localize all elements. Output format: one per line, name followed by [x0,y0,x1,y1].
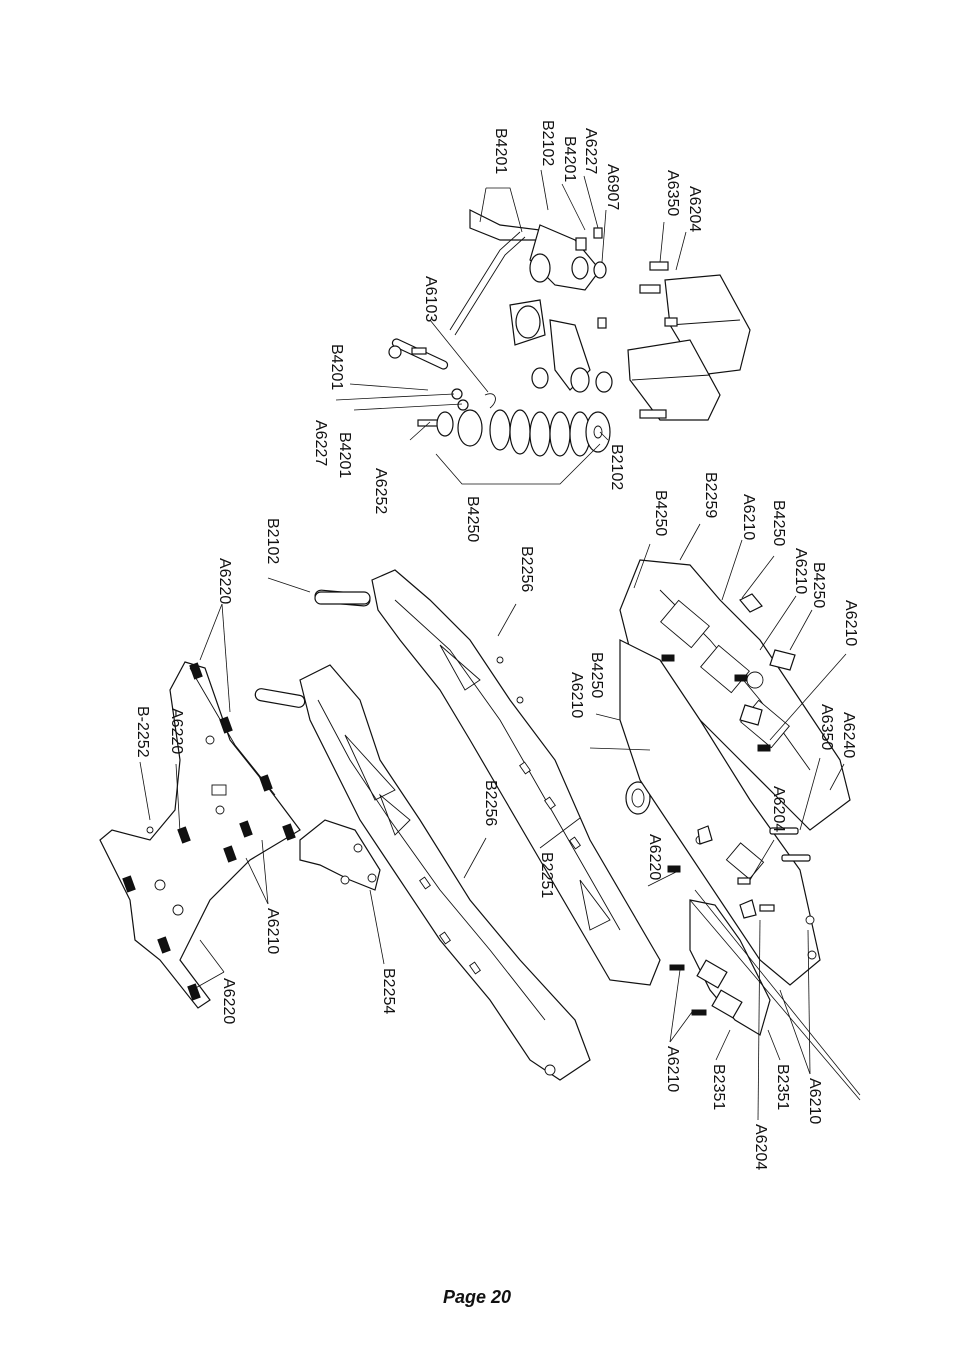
leader-lines [139,169,847,1121]
callout-label: A6252 [372,468,389,514]
callout-label: A6210 [264,908,281,954]
callout-label: B4250 [770,500,787,546]
callout-label: B2351 [774,1064,791,1110]
callout-label: B2251 [538,852,555,898]
callout-label: A6240 [840,712,857,758]
left-side-rail-b2256 [254,664,591,1081]
callout-label: B4201 [561,136,578,182]
callout-label: A6103 [422,276,439,322]
callout-label: A6227 [582,128,599,174]
callout-label: A6220 [168,708,185,754]
callout-label: B4201 [336,432,353,478]
callout-label: A6210 [740,494,757,540]
callout-label: B4201 [492,128,509,174]
callout-label: B2102 [539,120,556,166]
callout-label: A6210 [664,1046,681,1092]
callout-label: B2256 [482,780,499,826]
callout-label: A6220 [646,834,663,880]
callout-label: B4250 [588,652,605,698]
callout-label: A6220 [220,978,237,1024]
callout-label: B4250 [652,490,669,536]
callout-label: B4250 [810,562,827,608]
callout-label: A6350 [818,704,835,750]
callout-labels: B4201 B2102 B4201 A6227 A6907 A6350 A620… [134,120,859,1170]
callout-label: A6210 [842,600,859,646]
callout-label: A6204 [770,786,787,832]
top-plate-b2259 [619,559,851,873]
callout-label: B-2252 [134,706,151,758]
callout-label: A6350 [664,170,681,216]
callout-label: B2256 [518,546,535,592]
lower-right-plate [619,639,821,986]
small-linkage-parts [388,338,496,411]
grommet-b2251 [625,781,651,815]
callout-label: B4250 [464,496,481,542]
bracket-b2254 [299,819,381,891]
callout-label: A6227 [312,420,329,466]
callout-label: A6210 [806,1078,823,1124]
callout-label: B4201 [328,344,345,390]
callout-label: A6220 [216,558,233,604]
callout-label: B2102 [264,518,281,564]
callout-label: B2102 [608,444,625,490]
callout-label: B2254 [380,968,397,1014]
callout-label: A6210 [568,672,585,718]
callout-label: A6204 [686,186,703,232]
spring-assembly-b4250 [417,409,611,457]
exploded-parts-diagram: B4201 B2102 B4201 A6227 A6907 A6350 A620… [99,120,861,1170]
callout-label: A6907 [604,164,621,210]
servo-pair-a6350 [627,261,751,421]
bottom-plate-b2252 [99,661,301,1009]
page-number: Page 20 [442,1287,512,1307]
pin-b2102 [314,591,371,605]
callout-label: A6210 [792,548,809,594]
callout-label: A6204 [752,1124,769,1170]
top-linkage [449,209,613,393]
callout-label: B2259 [702,472,719,518]
screw-set-a6204 [737,827,811,912]
bracket-b2351 [669,889,861,1101]
callout-label: B2351 [710,1064,727,1110]
